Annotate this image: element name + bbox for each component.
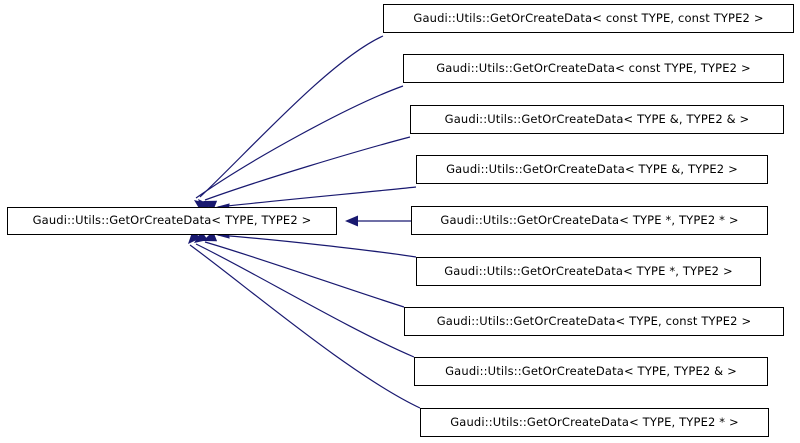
class-node-label: Gaudi::Utils::GetOrCreateData< TYPE *, T… [440, 212, 739, 227]
class-node-getorcreatedata-const-type-type2[interactable]: Gaudi::Utils::GetOrCreateData< const TYP… [403, 54, 784, 83]
class-node-label: Gaudi::Utils::GetOrCreateData< TYPE *, T… [444, 263, 733, 278]
edge-to-type-type2-ref [195, 243, 415, 358]
edge-to-type-ref-type2-ref [204, 136, 411, 201]
class-node-base[interactable]: Gaudi::Utils::GetOrCreateData< TYPE, TYP… [7, 207, 337, 235]
class-node-label: Gaudi::Utils::GetOrCreateData< TYPE, TYP… [450, 414, 739, 429]
class-node-getorcreatedata-type-const-type2[interactable]: Gaudi::Utils::GetOrCreateData< TYPE, con… [404, 307, 784, 336]
class-node-getorcreatedata-type-ref-type2[interactable]: Gaudi::Utils::GetOrCreateData< TYPE &, T… [416, 155, 768, 184]
class-node-label: Gaudi::Utils::GetOrCreateData< TYPE &, T… [444, 111, 750, 126]
class-node-getorcreatedata-const-type-const-type2[interactable]: Gaudi::Utils::GetOrCreateData< const TYP… [383, 4, 794, 33]
edge-to-type-ref-type2 [217, 186, 417, 208]
class-node-label: Gaudi::Utils::GetOrCreateData< TYPE, con… [436, 313, 752, 328]
class-node-label: Gaudi::Utils::GetOrCreateData< TYPE, TYP… [445, 363, 737, 378]
edge-to-type-ptr-type2-ptr-arrowhead-icon [345, 215, 358, 227]
class-node-label: Gaudi::Utils::GetOrCreateData< TYPE &, T… [446, 161, 738, 176]
class-node-getorcreatedata-type-ref-type2-ref[interactable]: Gaudi::Utils::GetOrCreateData< TYPE &, T… [410, 105, 784, 134]
class-node-label: Gaudi::Utils::GetOrCreateData< TYPE, TYP… [32, 213, 312, 228]
edge-to-const-type-type2 [195, 85, 404, 199]
edge-to-type-type2-ptr [189, 244, 421, 409]
edge-to-type-const-type2 [204, 241, 405, 308]
class-node-label: Gaudi::Utils::GetOrCreateData< const TYP… [413, 10, 764, 25]
class-node-getorcreatedata-type-type2-ptr[interactable]: Gaudi::Utils::GetOrCreateData< TYPE, TYP… [420, 408, 769, 437]
class-node-getorcreatedata-type-ptr-type2-ptr[interactable]: Gaudi::Utils::GetOrCreateData< TYPE *, T… [411, 206, 768, 235]
class-node-label: Gaudi::Utils::GetOrCreateData< const TYP… [436, 60, 751, 75]
edge-to-const-type-const-type2 [199, 35, 384, 198]
class-node-getorcreatedata-type-ptr-type2[interactable]: Gaudi::Utils::GetOrCreateData< TYPE *, T… [416, 257, 761, 286]
class-node-getorcreatedata-type-type2-ref[interactable]: Gaudi::Utils::GetOrCreateData< TYPE, TYP… [414, 357, 768, 386]
edge-to-type-ptr-type2 [217, 234, 417, 258]
